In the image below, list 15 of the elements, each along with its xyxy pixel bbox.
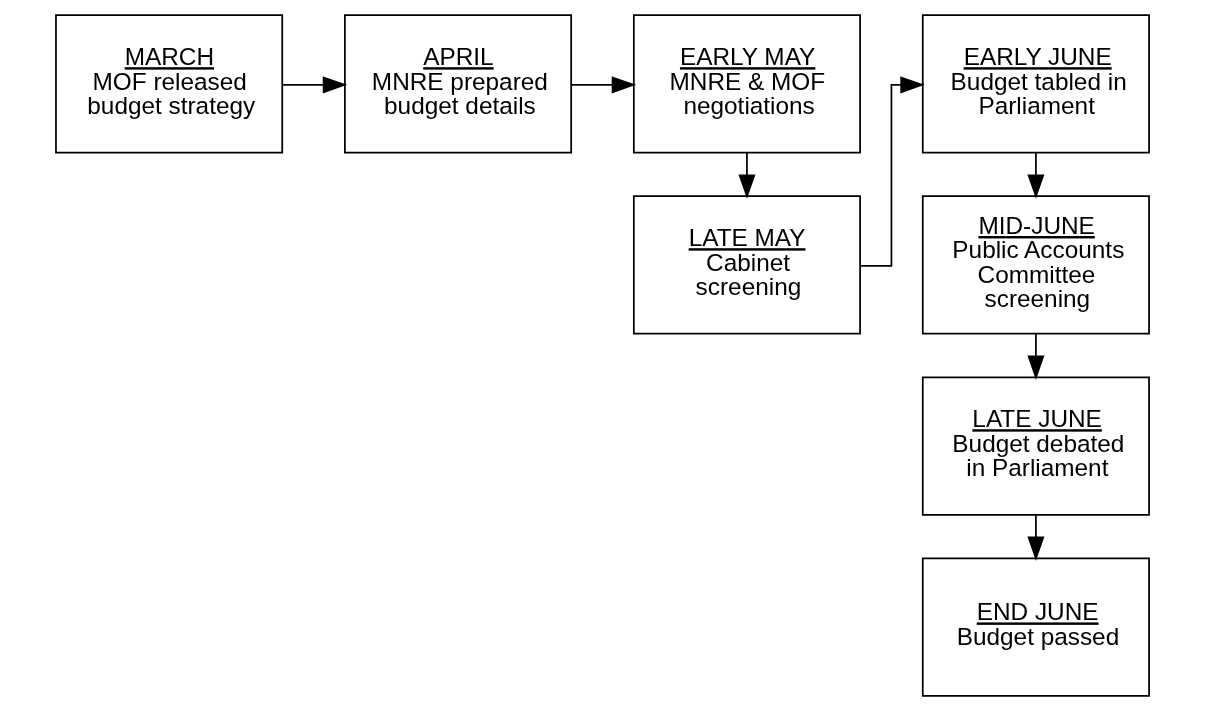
arrow <box>1027 152 1045 199</box>
arrow <box>281 76 348 94</box>
arrow <box>1027 514 1045 561</box>
arrow <box>1027 333 1045 380</box>
node-box: APRIL MNRE prepared budget details <box>344 14 573 154</box>
node-box: END JUNE Budget passed <box>921 557 1150 697</box>
node-box: LATE MAY Cabinet screening <box>632 195 861 335</box>
node-box: EARLY JUNE Budget tabled in Parliament <box>921 14 1150 154</box>
node-box: MID-JUNE Public Accounts Committee screening <box>921 195 1150 335</box>
node-box: EARLY MAY MNRE & MOF negotiations <box>632 14 861 154</box>
node-box: MARCH MOF released budget strategy <box>55 14 284 154</box>
arrow <box>859 76 925 267</box>
arrow <box>570 76 637 94</box>
node-box: LATE JUNE Budget debated in Parliament <box>921 376 1150 516</box>
arrow <box>738 152 756 199</box>
